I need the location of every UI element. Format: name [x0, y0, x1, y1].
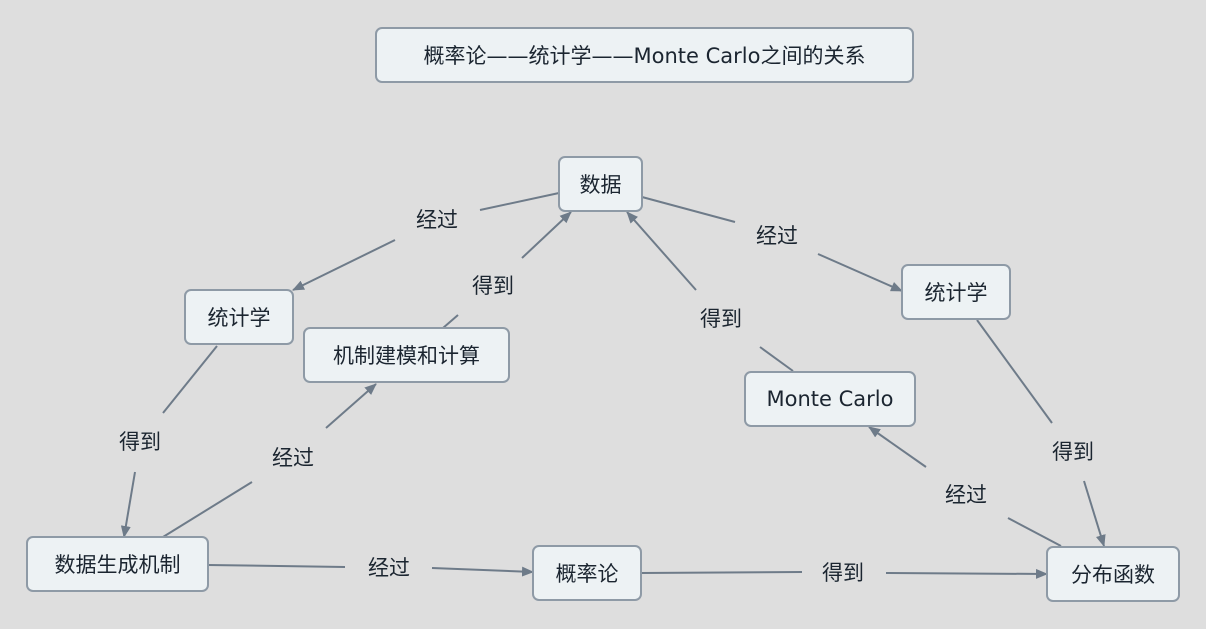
edge-gen-modeling-a [162, 481, 253, 538]
edge-gen-prob-a [207, 564, 346, 568]
edge-label: 得到 [1052, 440, 1094, 464]
edge-dist-mc-b [868, 426, 927, 468]
edge-data-stats-left-b [292, 239, 396, 291]
edge-mc-data-b [626, 211, 697, 291]
edge-dist-mc-a [1007, 517, 1062, 547]
edge-label: 经过 [368, 556, 410, 580]
edge-label: 得到 [119, 430, 161, 454]
node-distribution[interactable]: 分布函数 [1046, 546, 1180, 602]
edge-prob-dist-b [885, 568, 1048, 579]
edge-gen-prob-b [431, 566, 534, 577]
edge-stats-dist-b [1083, 480, 1106, 547]
edge-data-stats-right-b [817, 253, 903, 292]
node-mechanism-modeling[interactable]: 机制建模和计算 [303, 327, 510, 383]
edge-stats-gen-b [120, 471, 136, 538]
node-data[interactable]: 数据 [558, 156, 643, 212]
diagram-title[interactable]: 概率论——统计学——Monte Carlo之间的关系 [375, 27, 914, 83]
edge-label: 经过 [945, 483, 987, 507]
node-data-generation[interactable]: 数据生成机制 [26, 536, 209, 592]
edge-mc-data-a [759, 346, 794, 372]
node-statistics-left[interactable]: 统计学 [184, 289, 294, 345]
edge-label: 经过 [272, 446, 314, 470]
edge-stats-dist-a [976, 319, 1053, 424]
edge-prob-dist-a [640, 571, 803, 574]
edge-stats-gen-a [162, 345, 218, 414]
node-monte-carlo[interactable]: Monte Carlo [744, 371, 916, 427]
edge-label: 得到 [472, 274, 514, 298]
node-probability[interactable]: 概率论 [532, 545, 642, 601]
edge-modeling-data-b [521, 211, 572, 259]
edge-label: 经过 [416, 208, 458, 232]
edge-label: 得到 [822, 561, 864, 585]
edge-data-stats-left-a [479, 192, 560, 211]
edge-gen-modeling-b [325, 383, 377, 429]
node-statistics-right[interactable]: 统计学 [901, 264, 1011, 320]
edge-data-stats-right-a [641, 196, 736, 223]
edge-label: 得到 [700, 307, 742, 331]
edge-modeling-data-a [442, 314, 459, 329]
edge-label: 经过 [756, 224, 798, 248]
